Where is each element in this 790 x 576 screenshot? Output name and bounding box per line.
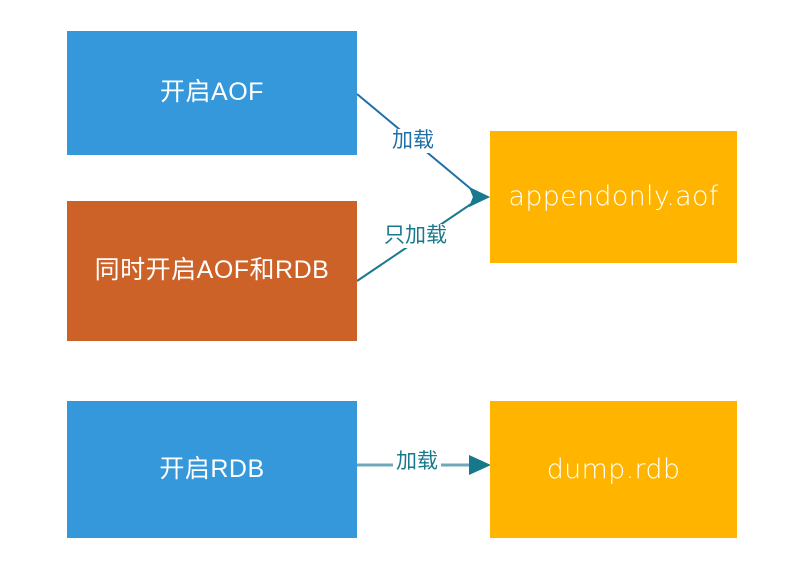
node-open-rdb[interactable]: 开启RDB: [67, 401, 357, 538]
edge-label-rdb-to-dump: 加载: [393, 450, 441, 475]
arrowhead-aofrdb-to-appendonly: [469, 187, 490, 207]
node-open-aof[interactable]: 开启AOF: [67, 31, 357, 155]
edge-label-aof-to-appendonly: 加载: [389, 129, 437, 154]
edge-label-aofrdb-to-appendonly: 只加载: [381, 224, 450, 249]
arrowhead-rdb-to-dump: [469, 455, 491, 475]
node-dump-rdb[interactable]: dump.rdb: [490, 401, 737, 538]
node-open-aof-and-rdb[interactable]: 同时开启AOF和RDB: [67, 201, 357, 341]
node-appendonly-aof[interactable]: appendonly.aof: [490, 131, 737, 263]
